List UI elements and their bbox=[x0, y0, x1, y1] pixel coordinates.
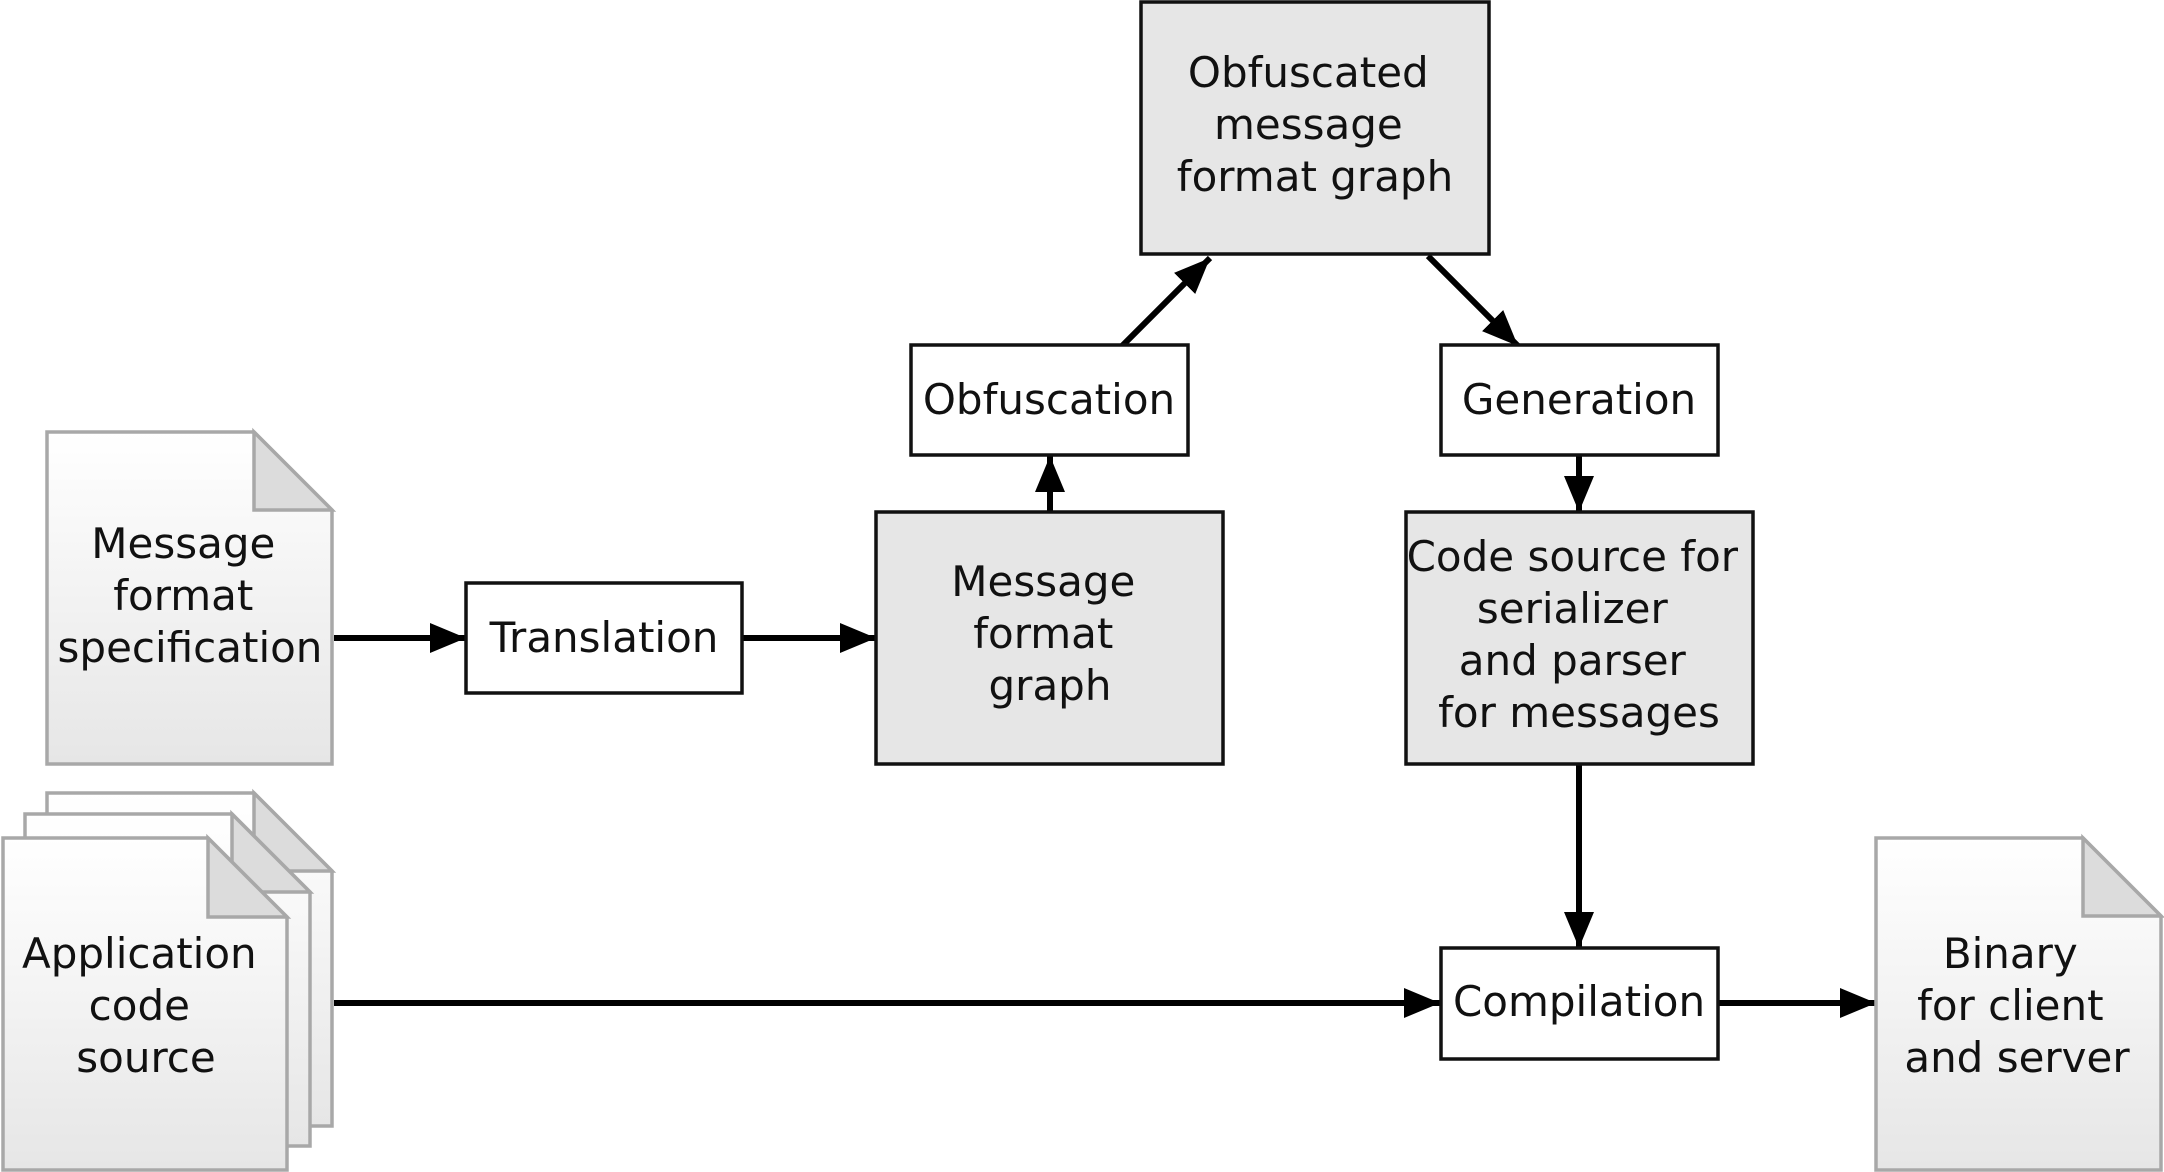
node-label: Translation bbox=[489, 613, 719, 662]
document-fold bbox=[252, 427, 337, 512]
node-label: Compilation bbox=[1453, 977, 1705, 1026]
node-label: Obfuscation bbox=[923, 375, 1175, 424]
node-message-format-specification: Message format specification bbox=[45, 427, 337, 766]
label-line: graph bbox=[989, 661, 1112, 710]
label-line: message bbox=[1214, 100, 1403, 149]
document-shape-front bbox=[1, 836, 289, 1172]
document-shape bbox=[45, 430, 334, 766]
node-label: Generation bbox=[1462, 375, 1696, 424]
document-fold-back bbox=[252, 788, 337, 873]
node-label: Message format specification bbox=[58, 519, 323, 672]
node-binary-client-server: Binary for client and server bbox=[1874, 833, 2164, 1172]
label-line: for messages bbox=[1438, 688, 1720, 737]
label-line: and parser bbox=[1459, 636, 1687, 685]
process-box bbox=[1439, 946, 1720, 1061]
data-box bbox=[1139, 0, 1491, 256]
label-line: code bbox=[89, 981, 190, 1030]
label-line: Code source for bbox=[1407, 532, 1739, 581]
process-box bbox=[1439, 343, 1720, 457]
document-fold-middle bbox=[230, 809, 315, 894]
label-line: Message bbox=[91, 519, 275, 568]
node-message-format-graph: Message format graph bbox=[874, 510, 1225, 766]
label-line: Binary bbox=[1943, 929, 2078, 978]
document-fold bbox=[2081, 833, 2164, 918]
node-obfuscated-message-format-graph: Obfuscated message format graph bbox=[1139, 0, 1491, 256]
node-label: Application code source bbox=[22, 929, 270, 1082]
label-line: serializer bbox=[1477, 584, 1669, 633]
node-label: Binary for client and server bbox=[1904, 929, 2130, 1082]
label-line: format graph bbox=[1177, 152, 1453, 201]
label-line: Obfuscated bbox=[1188, 48, 1429, 97]
label-line: source bbox=[76, 1033, 215, 1082]
edge-obfuscation-to-obfuscated-graph bbox=[1119, 255, 1213, 349]
document-fold-front bbox=[206, 833, 292, 919]
label-line: Message bbox=[951, 557, 1135, 606]
label-line: format bbox=[973, 609, 1113, 658]
label-line: for client bbox=[1917, 981, 2103, 1030]
data-box bbox=[1404, 510, 1755, 766]
document-shape bbox=[1874, 836, 2163, 1172]
label-line: format bbox=[113, 571, 253, 620]
process-box bbox=[464, 581, 744, 695]
edges bbox=[334, 253, 1876, 1018]
node-label: Obfuscated message format graph bbox=[1177, 48, 1453, 201]
node-translation: Translation bbox=[464, 581, 744, 695]
label-line: and server bbox=[1904, 1033, 2130, 1082]
process-box bbox=[909, 343, 1190, 457]
node-application-code-source: Application code source bbox=[1, 788, 337, 1172]
data-box bbox=[874, 510, 1225, 766]
node-code-source-serializer-parser: Code source for serializer and parser fo… bbox=[1404, 510, 1755, 766]
node-label: Code source for serializer and parser fo… bbox=[1407, 532, 1752, 737]
node-compilation: Compilation bbox=[1439, 946, 1720, 1061]
node-generation: Generation bbox=[1439, 343, 1720, 457]
edge-obfuscated-graph-to-generation bbox=[1425, 253, 1521, 349]
label-line: Application bbox=[22, 929, 257, 978]
node-obfuscation: Obfuscation bbox=[909, 343, 1190, 457]
label-line: specification bbox=[58, 623, 323, 672]
node-label: Message format graph bbox=[951, 557, 1148, 710]
